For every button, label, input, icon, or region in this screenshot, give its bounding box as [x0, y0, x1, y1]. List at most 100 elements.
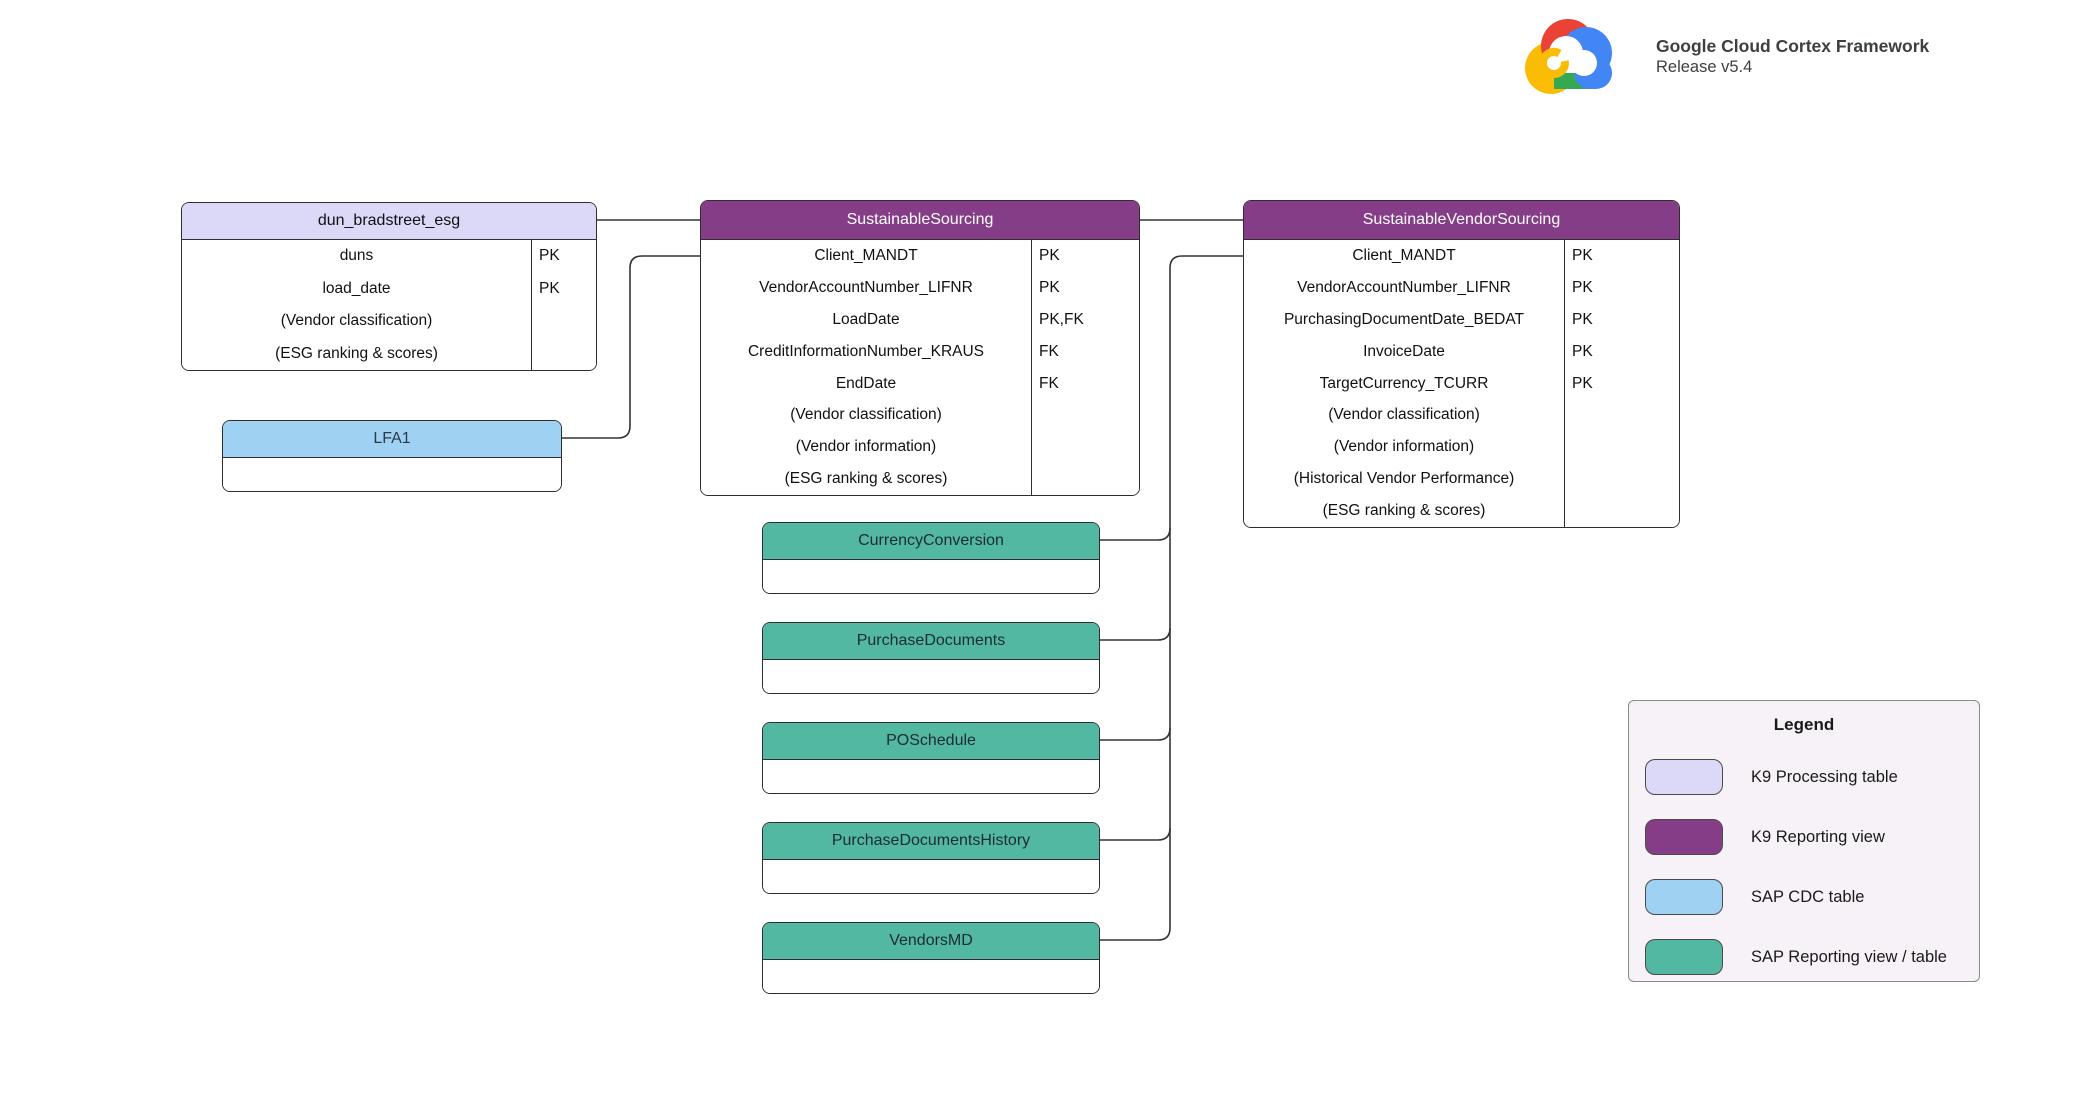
brand-text: Google Cloud Cortex Framework Release v5… [1656, 36, 1929, 78]
field-name: VendorAccountNumber_LIFNR [759, 278, 973, 296]
legend-title: Legend [1773, 715, 1835, 734]
field-name: (Vendor classification) [790, 406, 942, 424]
table-fields: Client_MANDT PK VendorAccountNumber_LIFN… [1244, 240, 1679, 528]
field-name: (Vendor information) [795, 438, 937, 456]
table-header: VendorsMD [763, 923, 1099, 960]
table-header: PurchaseDocuments [763, 623, 1099, 660]
connector-trunk-vendorsourcing [1100, 255, 1243, 941]
legend-item-label: SAP CDC table [1751, 887, 1865, 906]
table-row: load_date PK [182, 273, 596, 306]
table-header: SustainableVendorSourcing [1244, 201, 1679, 240]
field-name: (ESG ranking & scores) [1322, 502, 1486, 520]
table-row: (Historical Vendor Performance) [1244, 463, 1679, 495]
table-row: (ESG ranking & scores) [701, 463, 1139, 495]
legend-item-label: K9 Processing table [1751, 767, 1898, 786]
table-row: (ESG ranking & scores) [182, 338, 596, 371]
field-name: EndDate [835, 374, 897, 392]
table-fields: Client_MANDT PK VendorAccountNumber_LIFN… [701, 240, 1139, 496]
field-key: PK [1572, 278, 1593, 296]
legend-item: K9 Processing table [1645, 759, 1963, 795]
table-header: PurchaseDocumentsHistory [763, 823, 1099, 860]
field-name: (Historical Vendor Performance) [1293, 470, 1515, 488]
table-row: (Vendor classification) [701, 399, 1139, 431]
connector-poschedule [1100, 727, 1171, 741]
connector-purchasedocumentshistory [1100, 827, 1171, 841]
table-purchasedocuments: PurchaseDocuments [762, 622, 1100, 694]
table-row: VendorAccountNumber_LIFNR PK [701, 272, 1139, 304]
field-key: PK,FK [1039, 310, 1084, 328]
field-name: Client_MANDT [1352, 246, 1456, 264]
k9-reporting-view-swatch [1645, 819, 1723, 855]
legend-item: SAP Reporting view / table [1645, 939, 1963, 975]
table-row: (ESG ranking & scores) [1244, 495, 1679, 527]
field-key: PK [1039, 278, 1060, 296]
brand-release: Release v5.4 [1656, 58, 1753, 76]
legend-item-label: SAP Reporting view / table [1751, 947, 1947, 966]
table-dun-bradstreet-esg: dun_bradstreet_esg duns PK load_date PK … [181, 202, 597, 371]
field-name: (Vendor classification) [1328, 406, 1480, 424]
table-row: (Vendor information) [1244, 431, 1679, 463]
legend-item-label: K9 Reporting view [1751, 827, 1885, 846]
table-empty-body [763, 660, 1099, 693]
field-key: PK [1572, 374, 1593, 392]
key-column-divider [1031, 240, 1033, 496]
table-row: (Vendor classification) [1244, 399, 1679, 431]
field-key: PK [539, 247, 560, 265]
table-header: CurrencyConversion [763, 523, 1099, 560]
table-header: dun_bradstreet_esg [182, 203, 596, 240]
field-name: (ESG ranking & scores) [275, 344, 438, 362]
table-empty-body [223, 458, 561, 491]
table-row: duns PK [182, 240, 596, 273]
table-empty-body [763, 560, 1099, 593]
table-empty-body [763, 860, 1099, 893]
legend-item: K9 Reporting view [1645, 819, 1963, 855]
field-name: TargetCurrency_TCURR [1319, 374, 1489, 392]
table-row: (Vendor classification) [182, 305, 596, 338]
sap-reporting-view-table-swatch [1645, 939, 1723, 975]
table-header: SustainableSourcing [701, 201, 1139, 240]
brand-title: Google Cloud Cortex Framework [1656, 36, 1930, 56]
table-row: Client_MANDT PK [1244, 240, 1679, 272]
legend: Legend K9 Processing table K9 Reporting … [1628, 700, 1980, 982]
connector-purchasedocuments [1100, 627, 1171, 641]
legend-item: SAP CDC table [1645, 879, 1963, 915]
field-key: PK [539, 279, 560, 297]
table-vendorsmd: VendorsMD [762, 922, 1100, 994]
table-row: (Vendor information) [701, 431, 1139, 463]
table-header: POSchedule [763, 723, 1099, 760]
table-row: EndDate FK [701, 368, 1139, 400]
field-name: CreditInformationNumber_KRAUS [747, 342, 985, 360]
k9-processing-table-swatch [1645, 759, 1723, 795]
google-cloud-logo-icon [1525, 19, 1612, 94]
field-name: PurchasingDocumentDate_BEDAT [1283, 310, 1525, 328]
table-row: LoadDate PK,FK [701, 304, 1139, 336]
field-name: VendorAccountNumber_LIFNR [1297, 278, 1511, 296]
table-empty-body [763, 960, 1099, 993]
field-name: load_date [322, 279, 391, 297]
field-name: duns [339, 247, 374, 265]
table-row: VendorAccountNumber_LIFNR PK [1244, 272, 1679, 304]
field-key: PK [1572, 342, 1593, 360]
sap-cdc-table-swatch [1645, 879, 1723, 915]
table-header: LFA1 [223, 421, 561, 458]
table-row: PurchasingDocumentDate_BEDAT PK [1244, 304, 1679, 336]
field-key: PK [1572, 246, 1593, 264]
table-sustainablesourcing: SustainableSourcing Client_MANDT PK Vend… [700, 200, 1140, 497]
field-key: FK [1039, 342, 1059, 360]
table-fields: duns PK load_date PK (Vendor classificat… [182, 240, 596, 370]
table-row: TargetCurrency_TCURR PK [1244, 368, 1679, 400]
field-name: (Vendor information) [1333, 438, 1475, 456]
table-row: CreditInformationNumber_KRAUS FK [701, 336, 1139, 368]
field-key: PK [1039, 246, 1060, 264]
key-column-divider [1564, 240, 1566, 528]
connector-lfa1-to-sustainablesourcing [562, 255, 700, 439]
key-column-divider [531, 240, 533, 370]
table-row: InvoiceDate PK [1244, 336, 1679, 368]
field-key: PK [1572, 310, 1593, 328]
field-name: (Vendor classification) [280, 312, 433, 330]
field-name: Client_MANDT [814, 246, 918, 264]
table-currencyconversion: CurrencyConversion [762, 522, 1100, 594]
table-sustainablevendorsourcing: SustainableVendorSourcing Client_MANDT P… [1243, 200, 1680, 529]
